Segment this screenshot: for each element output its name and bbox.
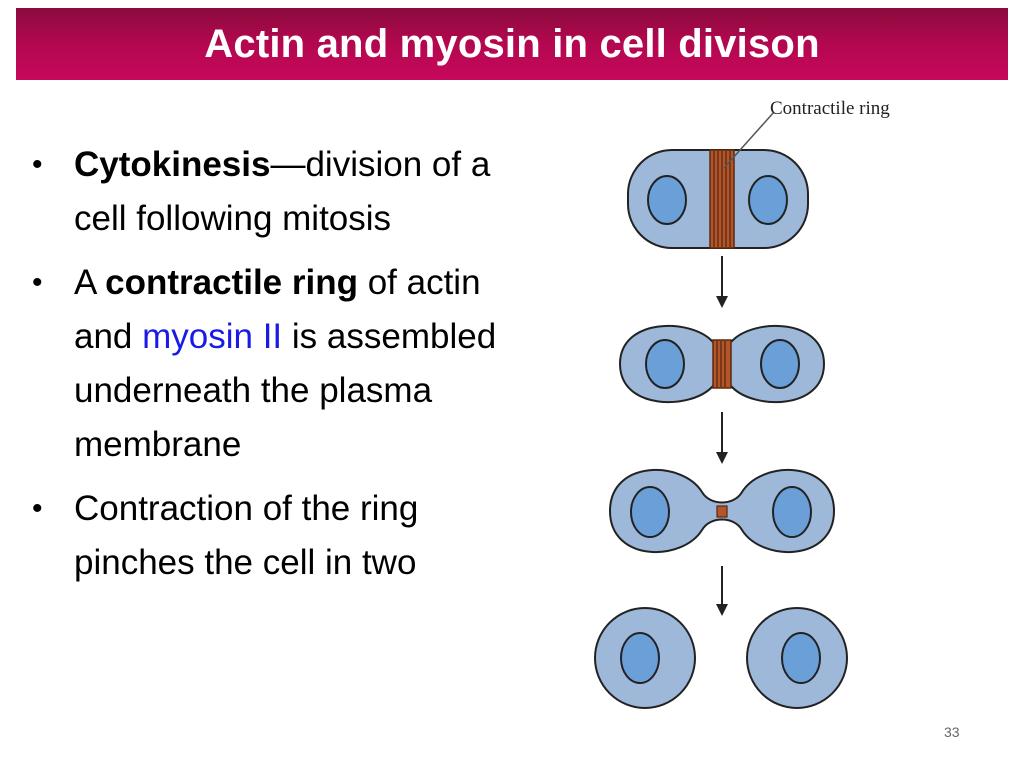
cytokinesis-definition: division of a cell following mitosis bbox=[74, 145, 491, 238]
nucleus bbox=[772, 486, 812, 538]
contractile-ring bbox=[712, 339, 732, 389]
slide-title: Actin and myosin in cell divison bbox=[204, 21, 820, 66]
down-arrow-icon bbox=[716, 256, 728, 308]
bullet-list: • Cytokinesis—division of a cell followi… bbox=[30, 138, 520, 600]
contractile-ring bbox=[716, 505, 728, 518]
term-cytokinesis: Cytokinesis bbox=[74, 145, 271, 184]
nucleus bbox=[647, 175, 687, 225]
myosin-ii-link[interactable]: myosin II bbox=[142, 317, 283, 356]
nucleus bbox=[630, 486, 670, 538]
nucleus bbox=[620, 632, 660, 684]
bullet-item-cytokinesis: • Cytokinesis—division of a cell followi… bbox=[30, 138, 520, 246]
contractile-ring bbox=[709, 149, 735, 249]
page-number: 33 bbox=[944, 724, 960, 740]
nucleus bbox=[748, 175, 788, 225]
bullet-dot-icon: • bbox=[32, 492, 43, 525]
title-bar: Actin and myosin in cell divison bbox=[16, 8, 1008, 80]
cell-stage-3 bbox=[608, 469, 836, 553]
bullet-dot-icon: • bbox=[32, 266, 43, 299]
em-dash: — bbox=[270, 145, 306, 184]
cell-stage-1 bbox=[627, 149, 809, 249]
cell-stage-4 bbox=[594, 607, 848, 709]
label-leader-line bbox=[723, 111, 775, 169]
bullet-item-contraction: • Contraction of the ring pinches the ce… bbox=[30, 482, 520, 590]
bullet-dot-icon: • bbox=[32, 148, 43, 181]
down-arrow-icon bbox=[716, 566, 728, 616]
bullet-mid-text: of actin and bbox=[74, 263, 481, 356]
cell-stage-2 bbox=[618, 324, 826, 404]
nucleus bbox=[760, 339, 800, 389]
contractile-ring-label: Contractile ring bbox=[770, 98, 890, 119]
term-contractile-ring: contractile ring bbox=[105, 263, 358, 302]
down-arrow-icon bbox=[716, 412, 728, 464]
bullet-suffix-text: is assembled underneath the plasma membr… bbox=[74, 317, 497, 464]
nucleus bbox=[781, 632, 821, 684]
contraction-text: Contraction of the ring pinches the cell… bbox=[74, 489, 419, 582]
bullet-item-contractile-ring: • A contractile ring of actin and myosin… bbox=[30, 256, 520, 472]
bullet-prefix: A bbox=[74, 263, 106, 302]
nucleus bbox=[645, 339, 685, 389]
